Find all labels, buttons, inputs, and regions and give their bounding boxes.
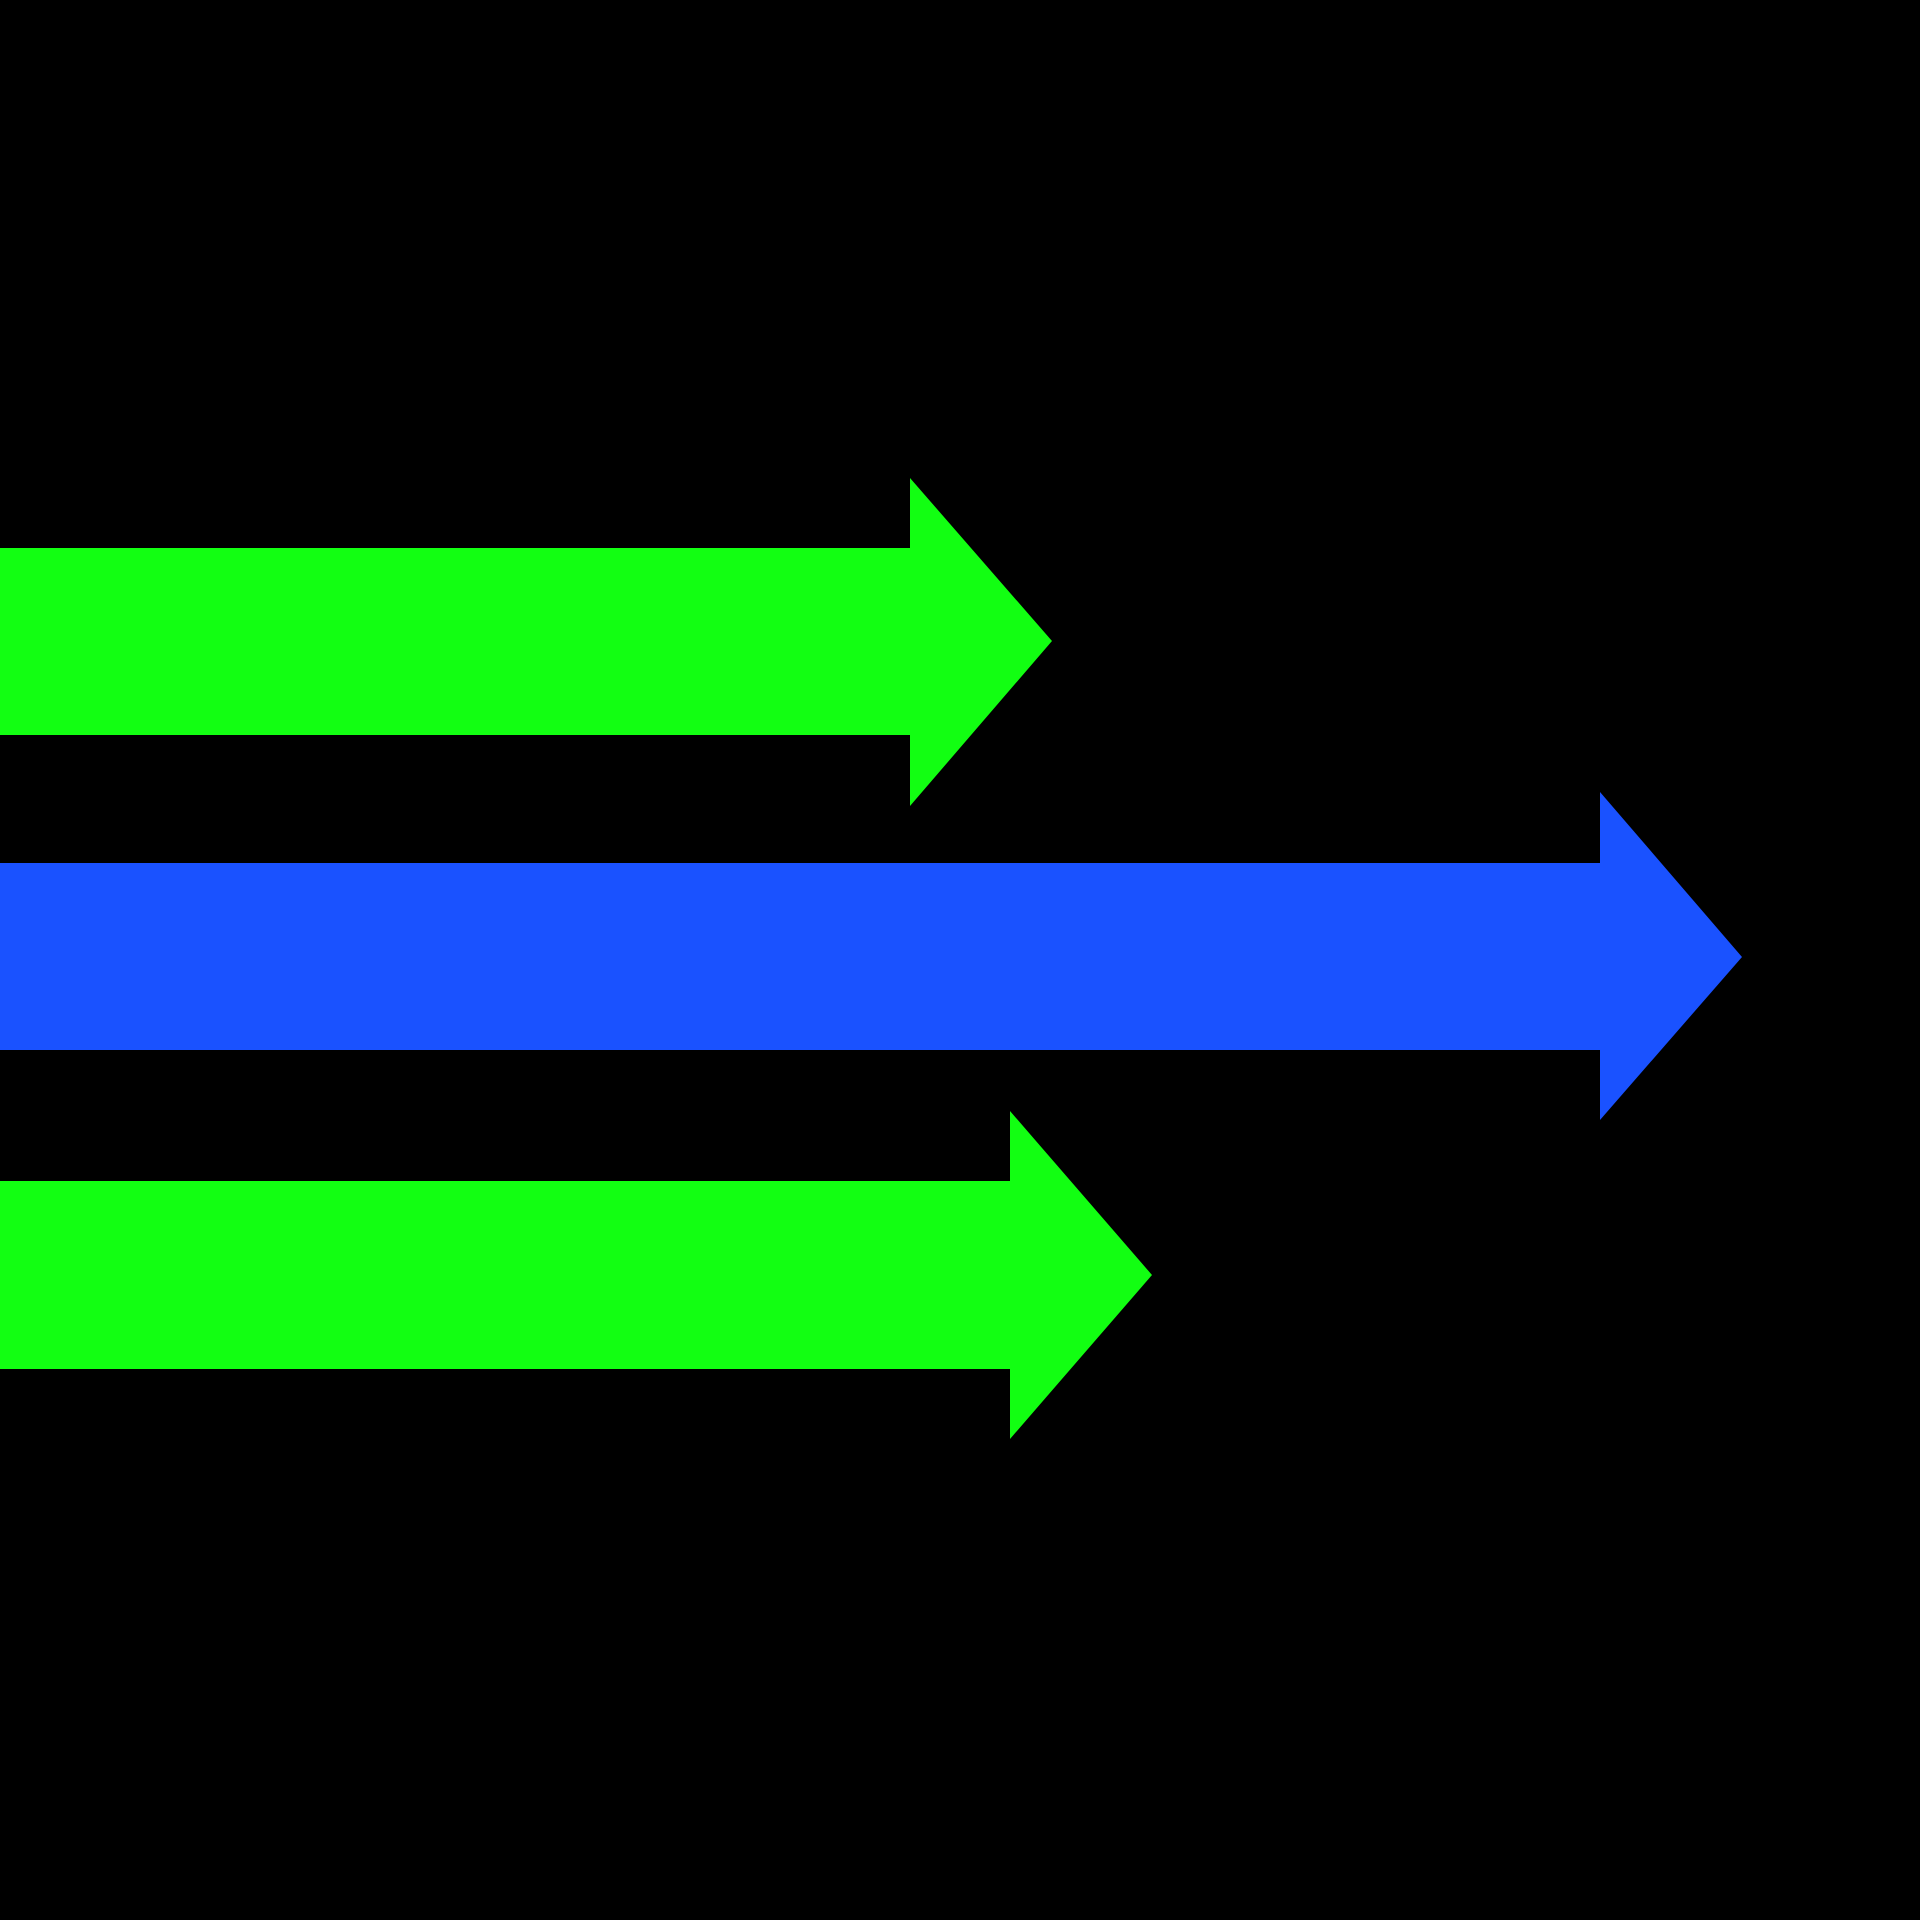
middle-arrow-icon <box>0 792 1742 1120</box>
bottom-arrow-icon <box>0 1111 1152 1439</box>
top-arrow-icon <box>0 478 1052 806</box>
